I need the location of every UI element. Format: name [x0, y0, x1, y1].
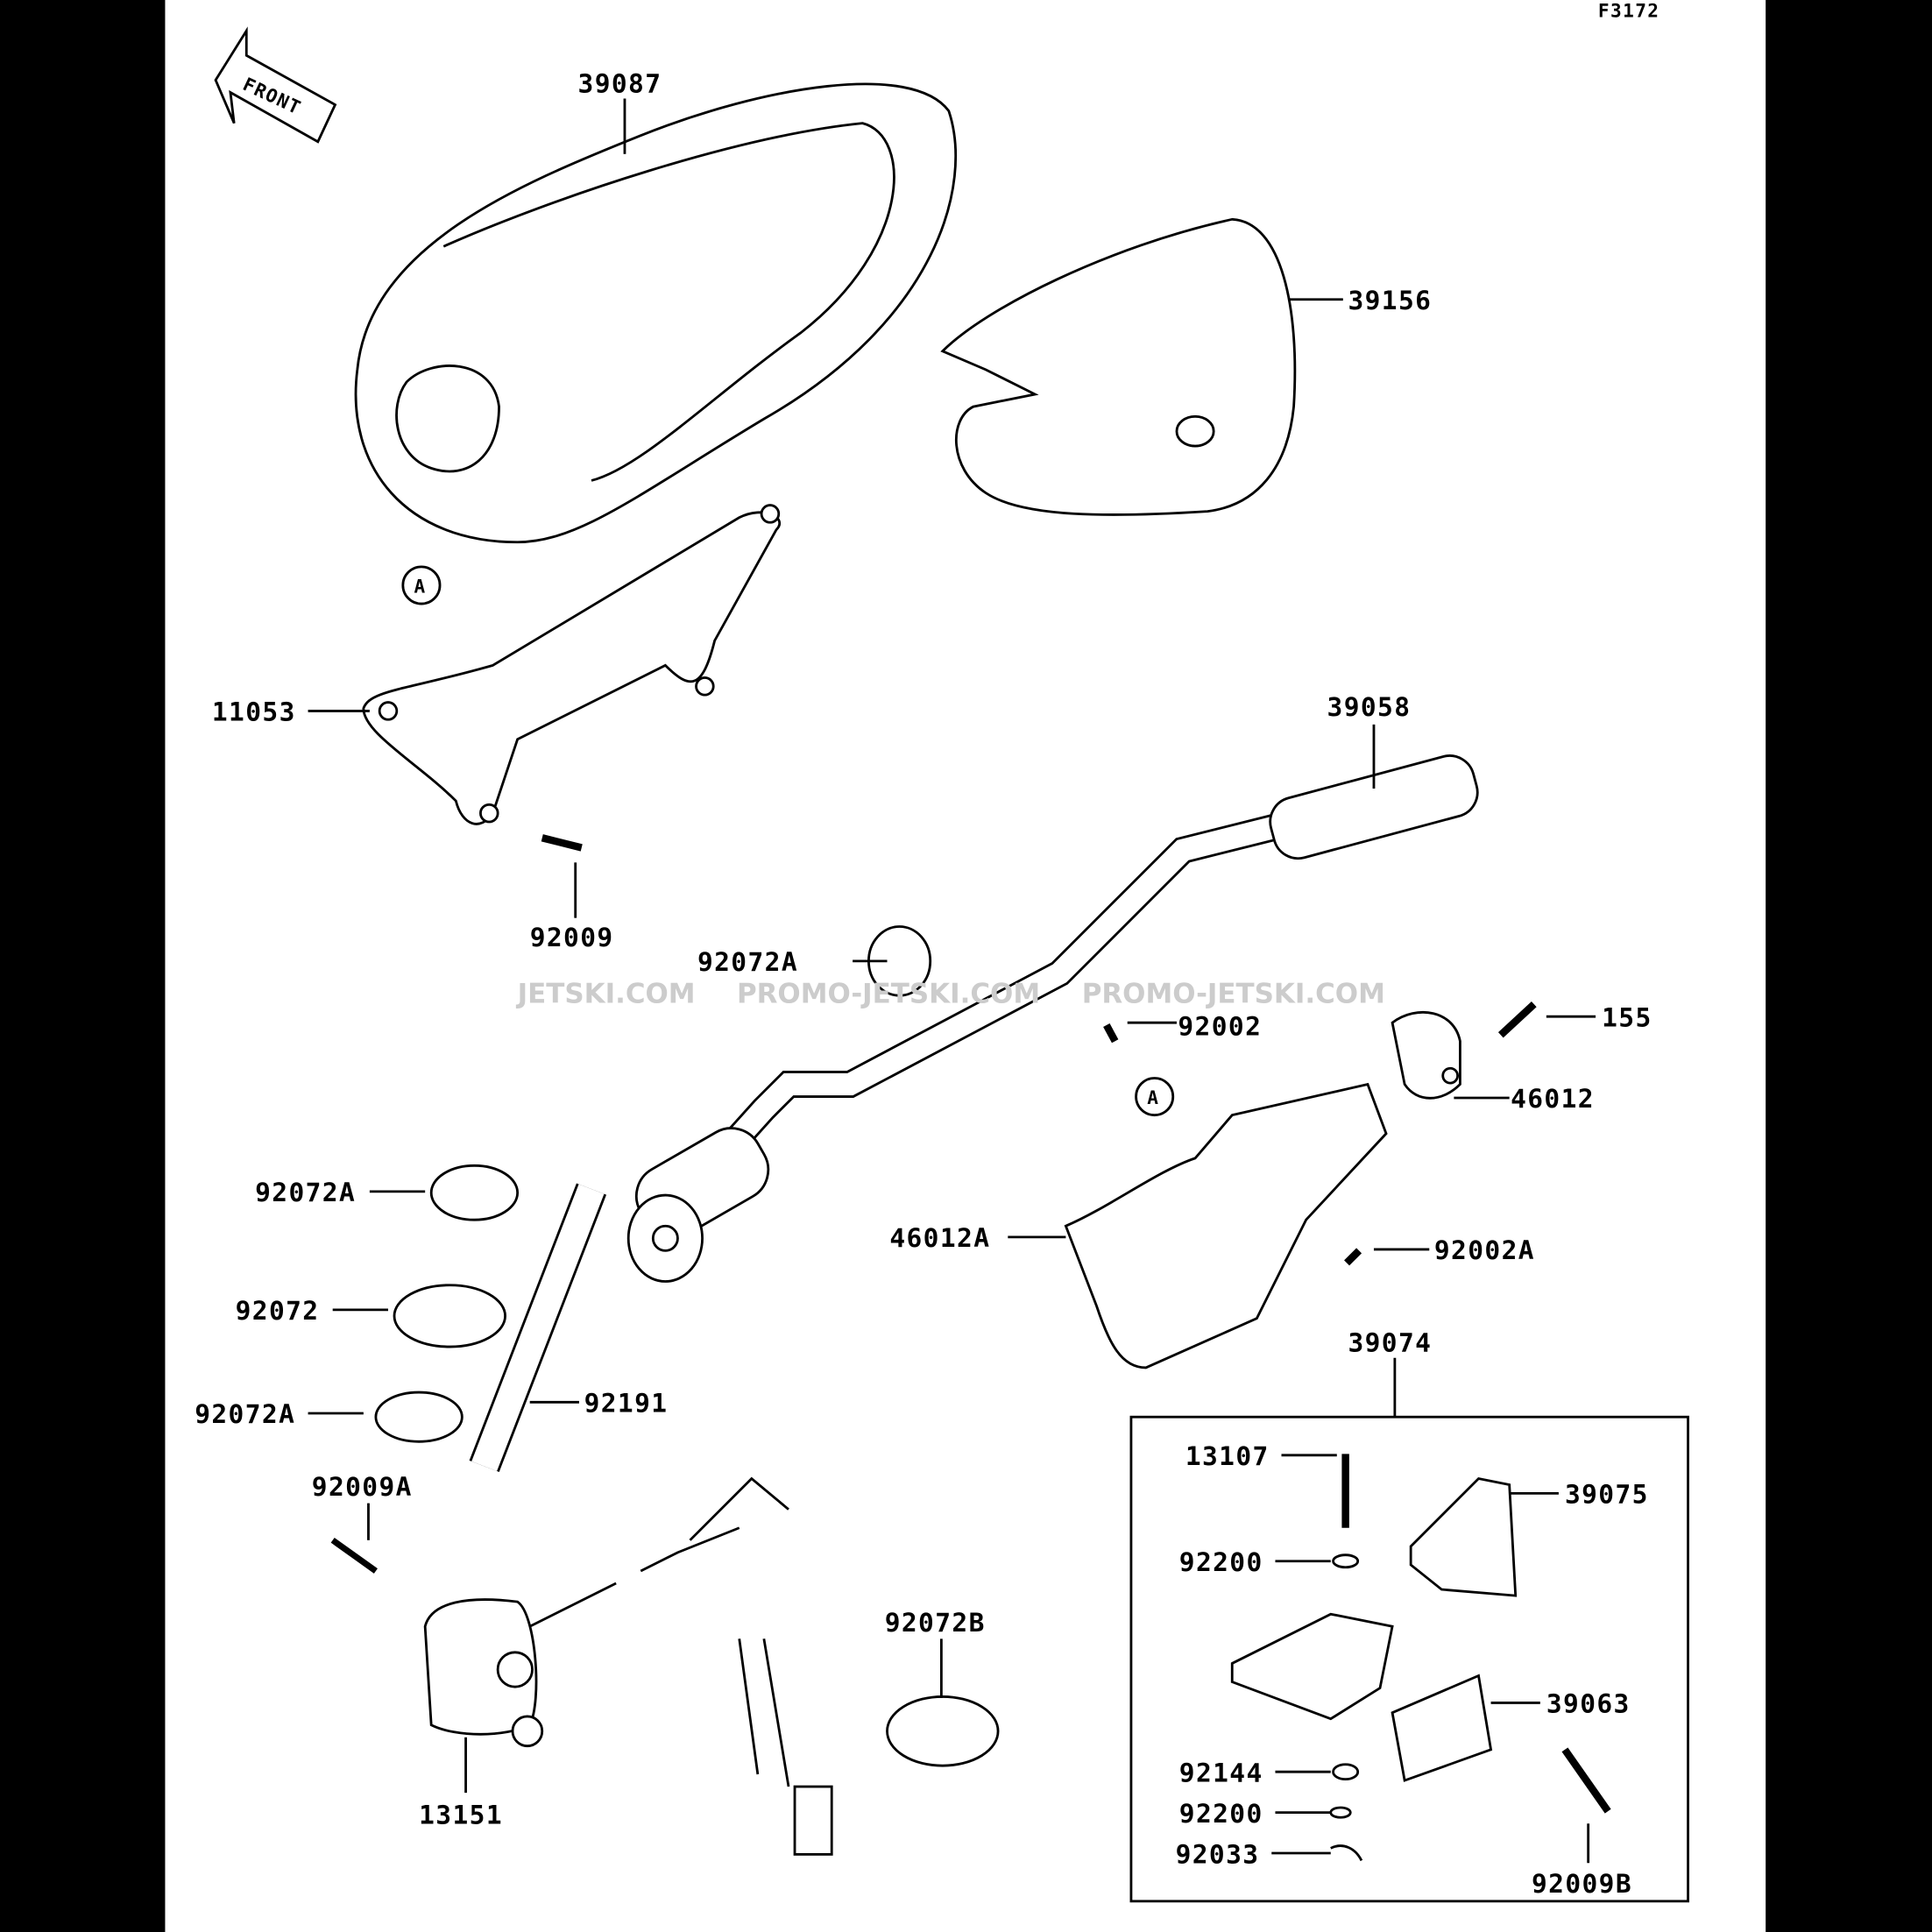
part-label: 92072A	[195, 1399, 295, 1429]
watermark-text: PROMO-JETSKI.COM	[737, 979, 1040, 1010]
part-label: 92072A	[697, 947, 798, 977]
part-label: 92072B	[885, 1608, 986, 1638]
figure-code: F3172	[1598, 0, 1660, 22]
bracket-part	[362, 504, 782, 825]
part-label: 13151	[419, 1800, 503, 1829]
lanyard-band-part	[738, 1638, 1000, 1856]
seat-cover-part	[354, 82, 958, 544]
reference-marker-a	[1135, 1077, 1175, 1117]
part-label: 39087	[578, 68, 662, 98]
part-label: 92002A	[1434, 1235, 1535, 1265]
part-label: 39058	[1327, 692, 1412, 722]
part-label: 92033	[1176, 1839, 1260, 1869]
leader-lines	[308, 98, 1596, 1864]
handlebar-part	[626, 754, 1479, 1283]
part-label: 39074	[1348, 1328, 1432, 1358]
part-label: 92191	[584, 1389, 669, 1419]
holder-part	[1064, 1010, 1461, 1369]
part-label: 92009B	[1532, 1869, 1632, 1899]
part-label: 13107	[1185, 1441, 1270, 1471]
watermark-text: PROMO-JETSKI.COM	[1082, 979, 1385, 1010]
reference-marker-a	[401, 565, 442, 605]
bolt-parts	[541, 834, 1537, 1266]
switch-part	[330, 1476, 789, 1748]
part-label: 92072A	[255, 1178, 356, 1207]
part-label: 92072	[236, 1296, 320, 1326]
part-label: 92009A	[312, 1472, 413, 1502]
part-labels: 39087 39156 11053 92009 39058 92072A 920…	[195, 68, 1652, 1899]
part-label: 46012A	[889, 1223, 990, 1253]
lever-assy-box	[1129, 1415, 1689, 1903]
part-label: 92002	[1178, 1011, 1262, 1041]
cover-part	[940, 217, 1297, 516]
part-label: 46012	[1511, 1084, 1595, 1114]
lever-assy-parts	[1230, 1454, 1611, 1862]
part-label: 92144	[1179, 1758, 1263, 1787]
part-label: 39063	[1546, 1689, 1631, 1719]
part-label: 92200	[1179, 1799, 1263, 1829]
reference-marker-label: A	[1147, 1086, 1159, 1108]
front-arrow-icon: FRONT	[214, 26, 337, 144]
part-label: 39156	[1348, 286, 1432, 315]
part-label: 39075	[1565, 1480, 1649, 1510]
part-label: 155	[1602, 1002, 1652, 1032]
part-label: 92009	[530, 923, 614, 952]
part-label: 92200	[1179, 1547, 1263, 1577]
reference-marker-label: A	[414, 575, 427, 597]
part-label: 11053	[212, 697, 296, 727]
watermark-text: JETSKI.COM	[516, 979, 696, 1010]
